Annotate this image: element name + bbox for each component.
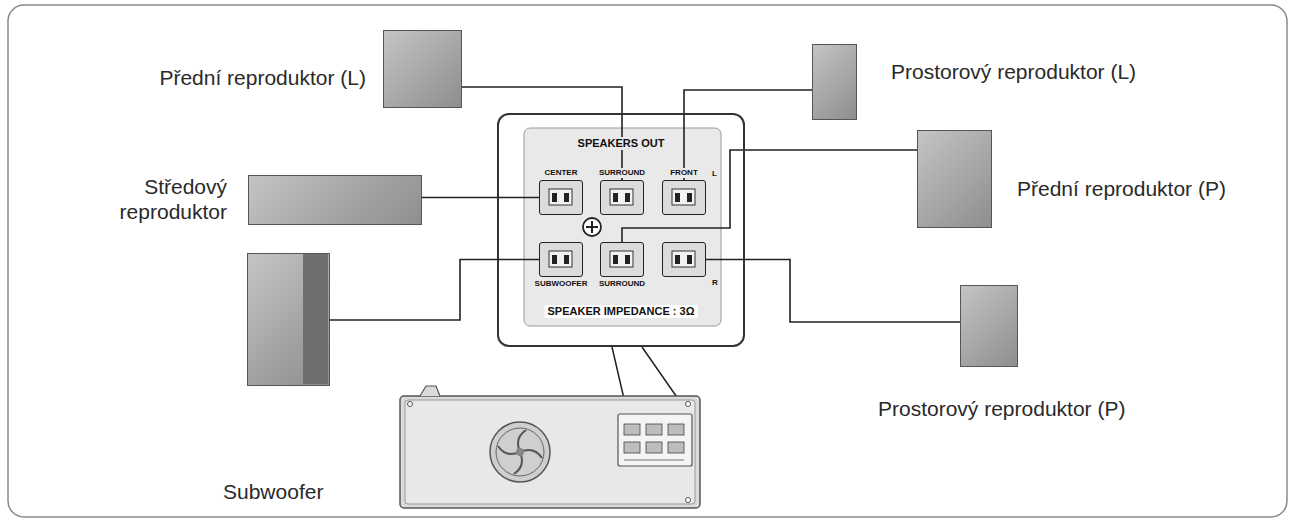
shape-part — [675, 255, 680, 264]
jack-label: CENTER — [543, 168, 580, 178]
speaker-wire — [462, 87, 622, 180]
shape-detail — [540, 243, 581, 275]
receiver-unit — [400, 386, 700, 508]
center-speaker: Středový reproduktor — [248, 175, 422, 225]
shape-detail — [663, 181, 704, 213]
panel-label: SPEAKERS OUT — [575, 137, 668, 150]
shape-part — [687, 255, 692, 264]
speaker-wire — [684, 90, 812, 180]
shape-part — [610, 251, 633, 267]
front-speaker: Přední reproduktor (P) — [917, 130, 992, 228]
speaker-label: Středový reproduktor — [109, 174, 227, 224]
shape-detail — [540, 181, 581, 213]
jack-label: SURROUND — [597, 279, 647, 289]
subwoofer: Subwoofer — [247, 253, 330, 386]
jack-label: R — [710, 278, 720, 288]
surround-speaker: Prostorový reproduktor (L) — [812, 44, 857, 120]
shape-part — [564, 193, 569, 202]
shape-part — [613, 255, 618, 264]
shape-part — [552, 193, 557, 202]
shape-detail — [248, 254, 328, 384]
shape-part — [625, 193, 630, 202]
shape-part — [564, 255, 569, 264]
speaker-label: Prostorový reproduktor (L) — [891, 59, 1136, 84]
shape-part — [552, 255, 557, 264]
surround-speaker: Prostorový reproduktor (P) — [960, 285, 1018, 367]
speaker-label: Přední reproduktor (P) — [1017, 176, 1226, 201]
shape-detail — [601, 243, 642, 275]
speaker-jack: R — [662, 242, 706, 277]
speaker-jack: FRONTL — [662, 180, 706, 215]
speaker-wire — [422, 197, 539, 199]
jack-label: L — [710, 169, 719, 179]
speaker-wire — [622, 150, 917, 242]
front-speaker: Přední reproduktor (L) — [383, 30, 462, 108]
shape-part — [610, 189, 633, 205]
shape-part — [549, 189, 572, 205]
speakers-out-panel: SPEAKERS OUT SPEAKER IMPEDANCE : 3Ω CENTER… — [497, 113, 745, 347]
jack-label: FRONT — [668, 168, 700, 178]
panel-ground — [497, 113, 745, 347]
speaker-jack: SURROUND — [600, 242, 644, 277]
plus-sign — [586, 221, 598, 233]
speaker-wire — [330, 260, 539, 321]
speaker-jack: SUBWOOFER — [539, 242, 583, 277]
shape-detail — [601, 181, 642, 213]
speaker-label: Prostorový reproduktor (P) — [878, 396, 1125, 421]
jack-label: SURROUND — [597, 168, 647, 178]
shape-part — [675, 193, 680, 202]
shape-detail — [663, 243, 704, 275]
speaker-label: Subwoofer — [223, 479, 323, 504]
outer-frame — [8, 5, 1287, 517]
jack-label: SUBWOOFER — [533, 279, 590, 289]
shape-part — [672, 189, 695, 205]
speaker-jack: SURROUND — [600, 180, 644, 215]
panel-label: SPEAKER IMPEDANCE : 3Ω — [545, 305, 698, 318]
shape-part — [549, 251, 572, 267]
plus-symbol — [583, 218, 601, 236]
shape-part — [687, 193, 692, 202]
shape-part — [672, 251, 695, 267]
speaker-jack: CENTER — [539, 180, 583, 215]
speaker-label: Přední reproduktor (L) — [159, 65, 366, 90]
shape-part — [613, 193, 618, 202]
shape-part — [625, 255, 630, 264]
shape-part — [303, 254, 328, 384]
